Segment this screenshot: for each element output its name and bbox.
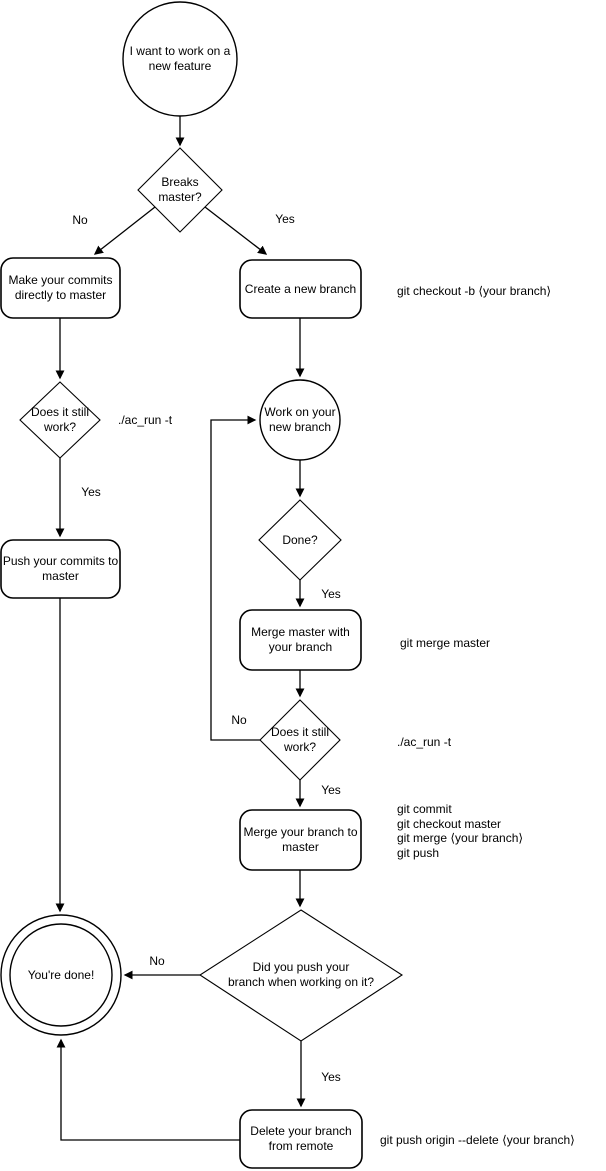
work-branch-circle <box>259 379 341 461</box>
done-diamond <box>258 499 342 581</box>
still-work-mid-diamond <box>259 699 341 781</box>
did-push-diamond <box>198 909 404 1042</box>
annotation-merge-master: git merge master <box>400 636 491 650</box>
edge-label-no-loop: No <box>231 713 247 727</box>
still-work-mid-label: Does it still work? <box>270 725 329 754</box>
breaks-master-label: Breaks master? <box>158 175 202 204</box>
make-commits-box <box>0 257 121 319</box>
merge-master-box <box>239 609 362 671</box>
annotation-merge-push-block: git commit git checkout master git merge… <box>397 802 524 860</box>
edge-label-no-bottom: No <box>149 954 165 968</box>
annotation-ac-run-mid: ./ac_run -t <box>397 735 452 749</box>
did-push-label: Did you push your branch when working on… <box>227 960 375 989</box>
make-commits-label: Make your commits directly to master <box>8 273 113 302</box>
still-work-left-diamond <box>19 381 101 459</box>
edge-label-yes-top: Yes <box>275 212 295 226</box>
merge-branch-label: Merge your branch to master <box>243 825 358 854</box>
annotation-delete-remote: git push origin --delete ⟨your branch⟩ <box>380 1133 575 1147</box>
edge-label-yes-done: Yes <box>321 587 341 601</box>
work-branch-label: Work on your new branch <box>264 405 336 434</box>
edge-delete-to-done <box>56 1038 240 1141</box>
edge-stillwork-no-loop <box>210 415 260 741</box>
edge-breaks-yes <box>204 206 268 255</box>
youre-done-inner-circle <box>9 923 113 1027</box>
start-node-circle <box>122 1 238 117</box>
still-work-left-label: Does it still work? <box>30 405 89 434</box>
delete-branch-box <box>239 1109 363 1169</box>
edge-label-yes-mid: Yes <box>321 783 341 797</box>
push-commits-label: Push your commits to master <box>2 554 119 583</box>
youre-done-label: You're done! <box>27 967 95 982</box>
push-commits-box <box>0 539 121 599</box>
delete-branch-label: Delete your branch from remote <box>250 1124 352 1153</box>
edge-label-yes-bottom: Yes <box>321 1070 341 1084</box>
annotation-checkout-branch: git checkout -b ⟨your branch⟩ <box>397 284 552 298</box>
start-node-label: I want to work on a new feature <box>129 44 231 73</box>
create-branch-label: Create a new branch <box>244 281 357 296</box>
annotation-ac-run-left: ./ac_run -t <box>118 413 173 427</box>
merge-master-label: Merge master with your branch <box>251 625 350 654</box>
edge-label-no-top: No <box>72 213 88 227</box>
create-branch-box <box>239 259 362 319</box>
edge-label-yes-left: Yes <box>81 485 101 499</box>
edge-breaks-no <box>93 206 156 255</box>
merge-branch-box <box>239 809 362 871</box>
done-label: Done? <box>282 532 318 547</box>
breaks-master-diamond <box>137 147 223 233</box>
